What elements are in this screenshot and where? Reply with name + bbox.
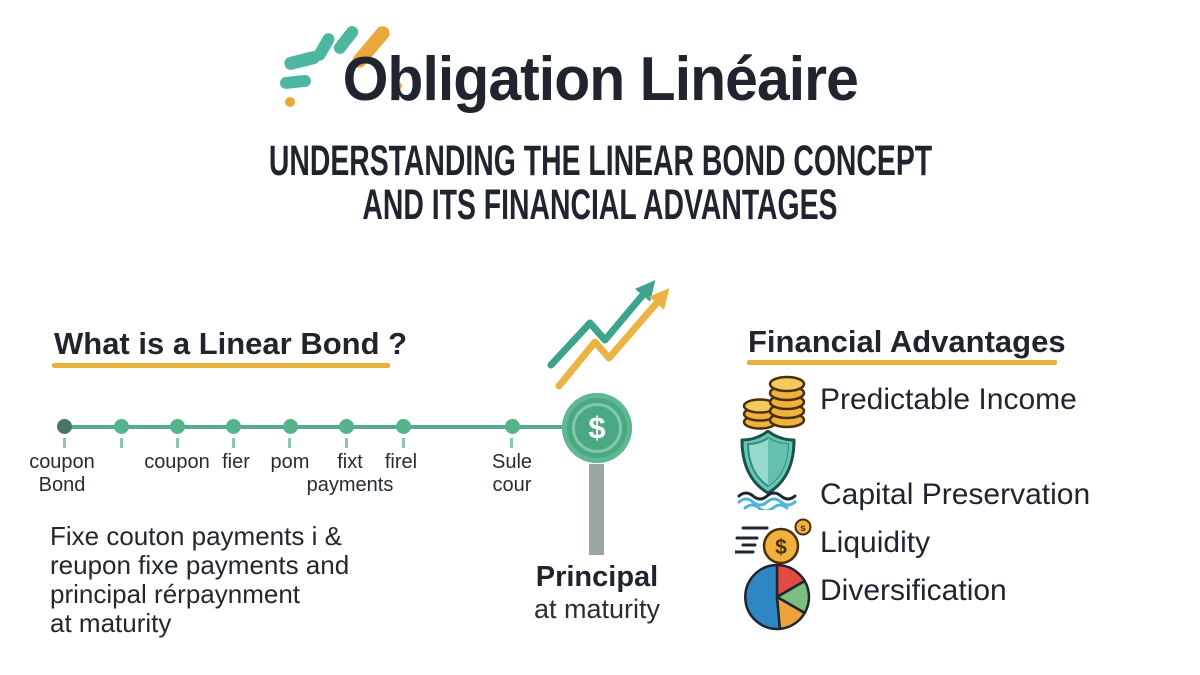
timeline-dot [226, 419, 241, 434]
dollar-coin-inner-ring: $ [572, 403, 622, 453]
timeline-tick [120, 438, 123, 448]
advantage-label: Capital Preservation [820, 478, 1091, 511]
timeline-tick [176, 438, 179, 448]
dollar-symbol: $ [588, 410, 606, 445]
linear-bond-description: Fixe couton payments i & reupon fixe pay… [50, 521, 350, 638]
timeline-dot [57, 419, 72, 434]
principal-callout: Principal at maturity [517, 561, 677, 624]
timeline-label: coupon Bond [29, 451, 95, 496]
page-subtitle: UNDERSTANDING THE LINEAR BOND CONCEPT AN… [0, 137, 1200, 229]
timeline-tick [232, 438, 235, 448]
timeline-label: pom [270, 451, 310, 473]
rising-zigzag-arrows-icon [543, 270, 688, 403]
advantage-label: Predictable Income [820, 383, 1077, 416]
sparkle-burst-icon [278, 20, 408, 122]
pie-chart-icon [742, 561, 812, 638]
timeline-dot [396, 419, 411, 434]
subtitle-line-2: AND ITS FINANCIAL ADVANTAGES [362, 181, 838, 229]
timeline-dot [170, 419, 185, 434]
timeline-label: fixt payments [306, 451, 394, 496]
principal-sublabel: at maturity [533, 594, 661, 624]
left-heading-underline [52, 363, 390, 368]
principal-label: Principal [535, 561, 659, 593]
svg-text:$: $ [775, 536, 787, 559]
timeline-tick [345, 438, 348, 448]
timeline-label: coupon [144, 451, 210, 473]
timeline-label: firel [384, 451, 418, 473]
timeline-tick [510, 438, 513, 448]
timeline-axis [62, 425, 566, 429]
timeline-dot [339, 419, 354, 434]
dollar-coin-icon: $ [562, 393, 632, 463]
timeline-dot [114, 419, 129, 434]
svg-text:s: s [800, 523, 806, 534]
timeline-tick [288, 438, 291, 448]
timeline-dot [283, 419, 298, 434]
advantage-label: Diversification [820, 574, 1007, 607]
speeding-coin-icon: $ s [733, 518, 813, 571]
subtitle-line-1: UNDERSTANDING THE LINEAR BOND CONCEPT [268, 137, 932, 185]
header: Obligation Linéaire [0, 44, 1200, 115]
left-section-heading: What is a Linear Bond ? [54, 326, 408, 361]
timeline-dot [505, 419, 520, 434]
coin-stacks-icon [742, 370, 806, 437]
timeline-label: fier [222, 451, 250, 473]
timeline-tick [402, 438, 405, 448]
timeline-tick [63, 438, 66, 448]
principal-stem-bar [589, 464, 604, 555]
right-section-heading: Financial Advantages [748, 324, 1066, 359]
right-heading-underline [747, 360, 1057, 365]
timeline-label: Sule cour [491, 451, 533, 496]
advantage-label: Liquidity [820, 526, 931, 559]
page-title: Obligation Linéaire [342, 45, 858, 114]
shield-waves-icon [737, 429, 799, 515]
